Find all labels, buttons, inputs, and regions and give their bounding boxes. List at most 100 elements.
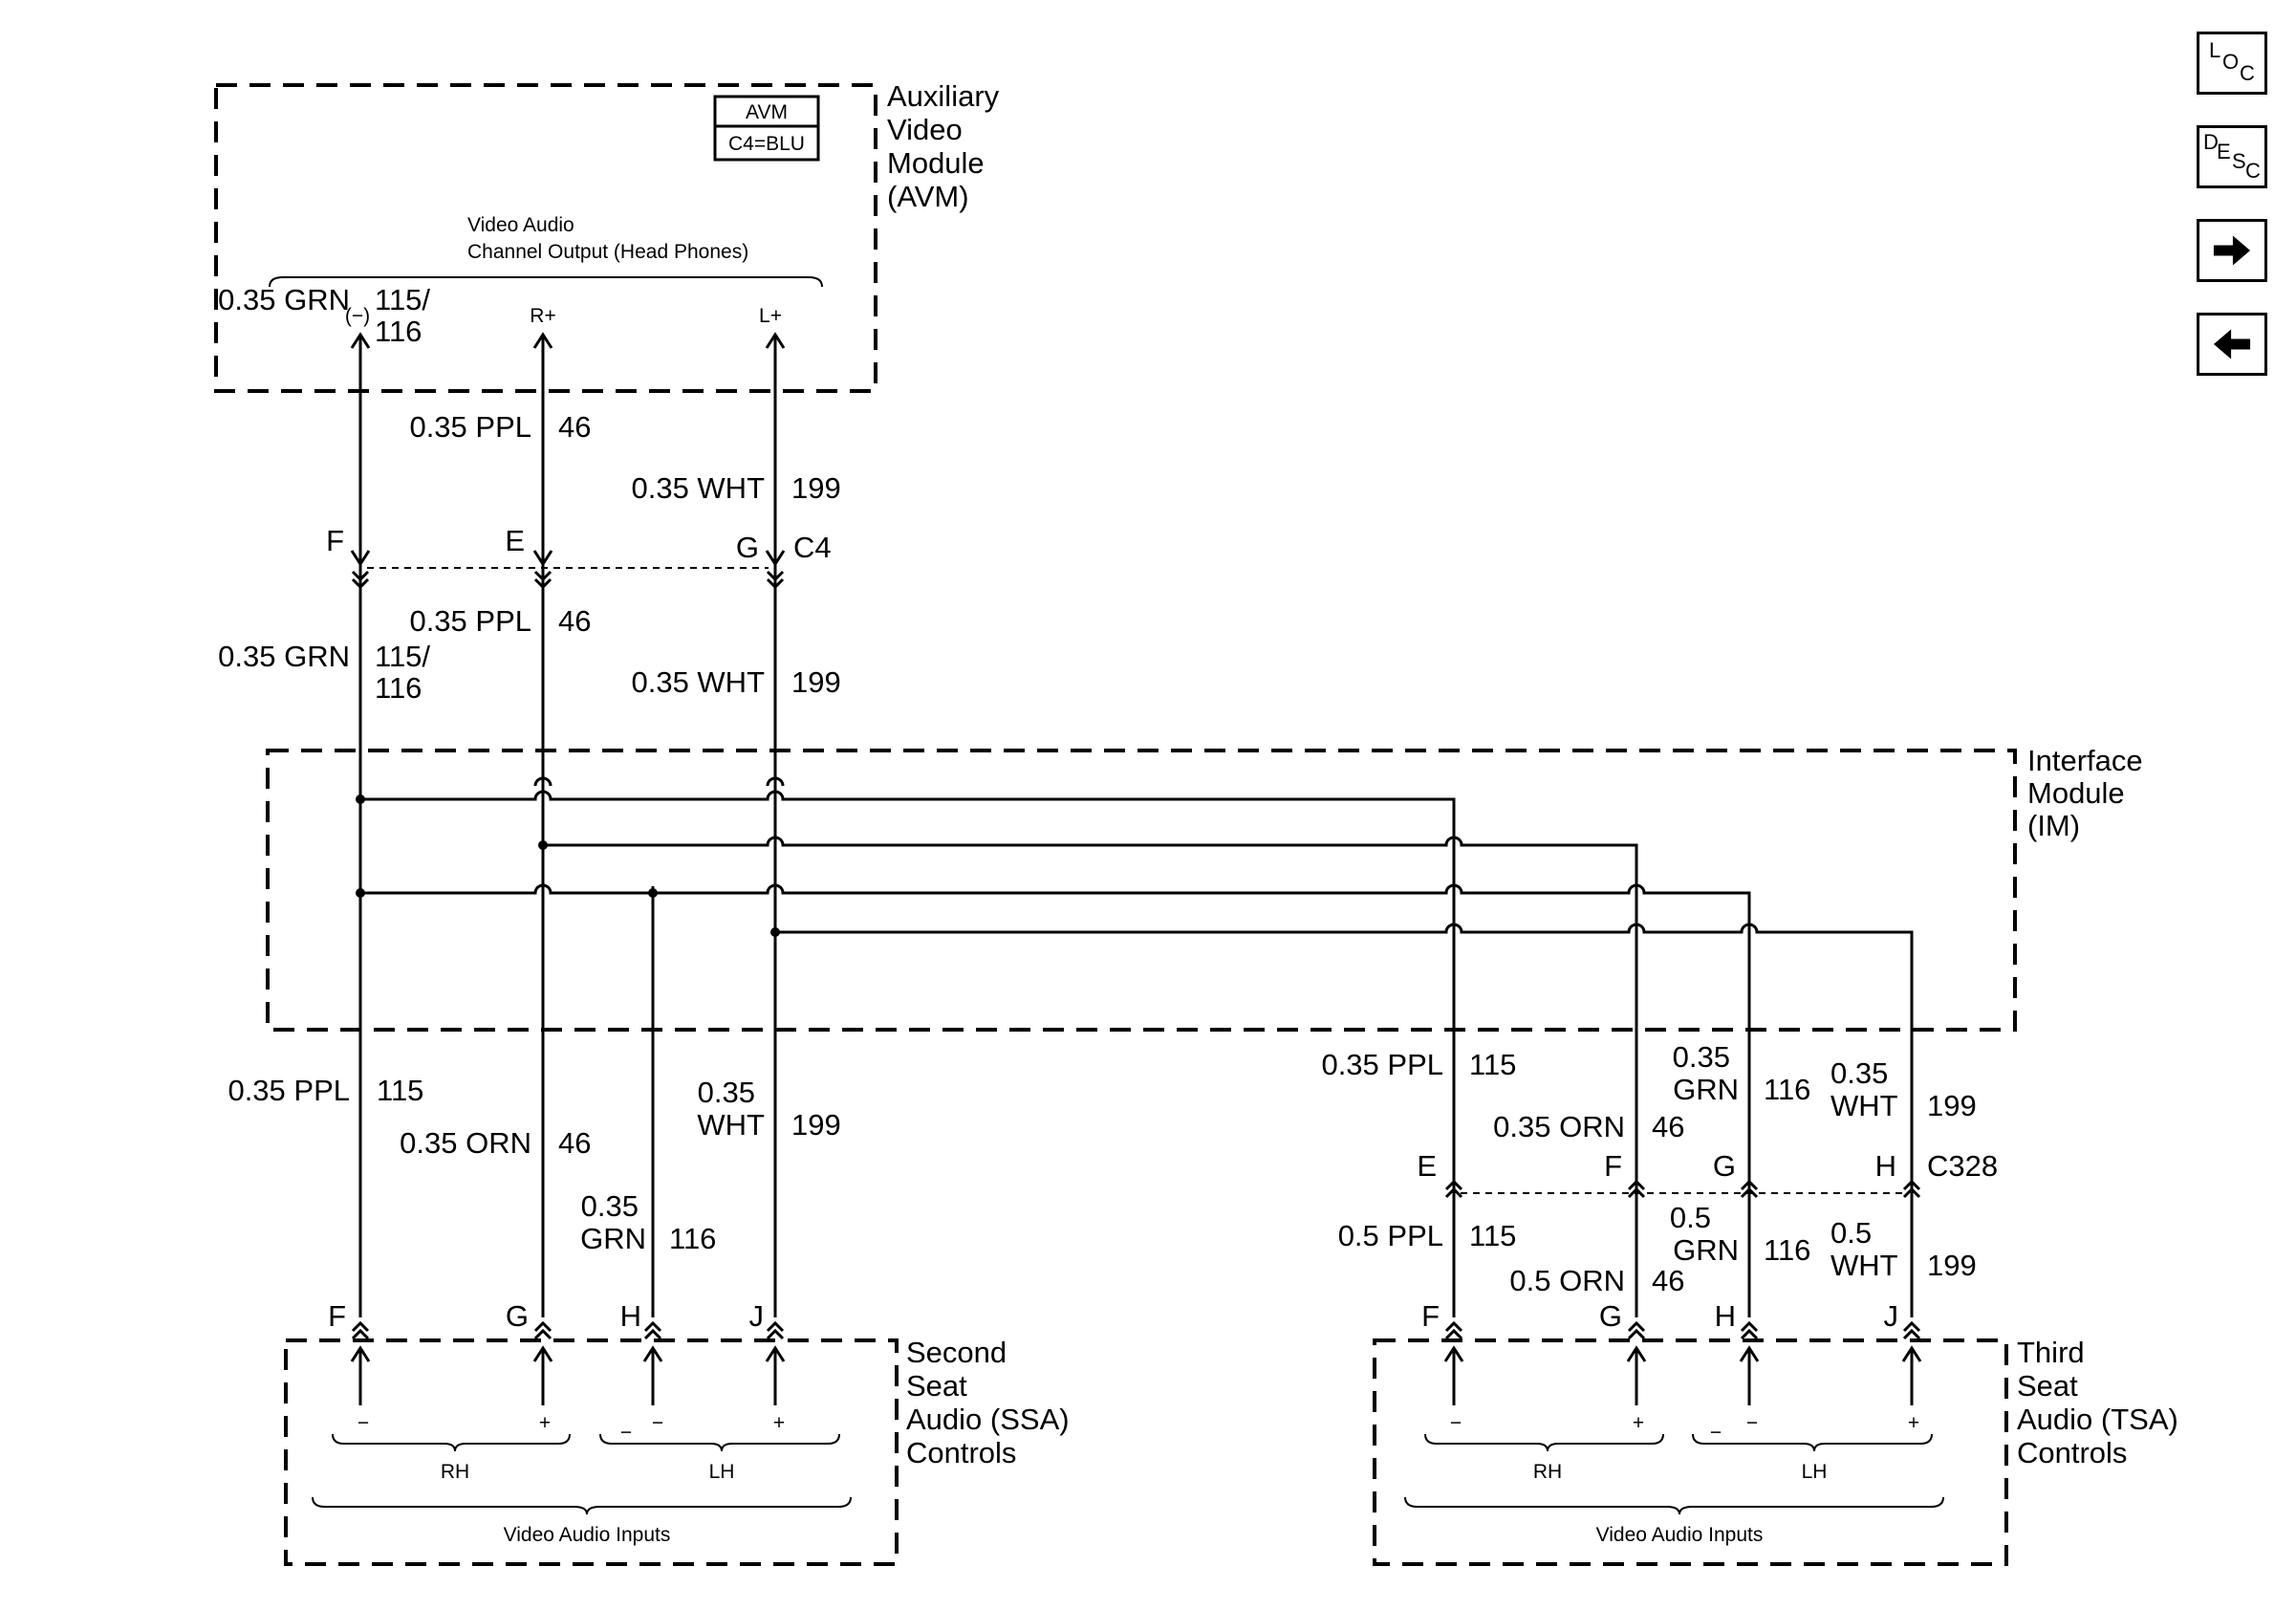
wire-label: 0.5 — [1830, 1216, 1872, 1250]
wire-label: 0.35 — [1673, 1040, 1730, 1074]
desc-char: C — [2245, 159, 2261, 183]
wire-label: 0.35 GRN — [218, 283, 350, 316]
loc-char: L — [2209, 38, 2221, 62]
loc-char: O — [2222, 50, 2240, 74]
ssa-pin-sign: − — [357, 1412, 369, 1434]
ssa-pin-sign: − — [620, 1422, 632, 1444]
circuit-number: 46 — [558, 1126, 591, 1160]
wire-label: 0.35 — [1830, 1056, 1888, 1090]
circuit-number: 116 — [375, 671, 422, 705]
avm-output-brace — [269, 276, 823, 288]
avm-pin-neg: (−) — [345, 305, 370, 327]
avm-name-line: Video — [887, 113, 963, 146]
tsa-inputs-label: Video Audio Inputs — [1596, 1524, 1764, 1546]
wire-label: 0.35 WHT — [631, 665, 765, 699]
tsa-pin-f: F — [1421, 1299, 1440, 1333]
tsa-pin-sign: − — [1746, 1412, 1758, 1434]
circuit-number: 115/ — [375, 283, 430, 316]
avm-tag: AVM — [746, 101, 788, 123]
arrow-right-icon — [2213, 235, 2251, 266]
tsa-pin-j: J — [1884, 1299, 1899, 1333]
avm-name: Auxiliary Video Module (AVM) — [887, 79, 1000, 213]
wire-label: 0.35 ORN — [1493, 1110, 1625, 1143]
ssa-pin-g: G — [506, 1299, 529, 1333]
tsa-name-line: Seat — [2017, 1369, 2078, 1403]
circuit-number: 115/ — [375, 640, 430, 673]
avm-module-box — [214, 83, 877, 393]
wire-label: WHT — [697, 1108, 765, 1142]
next-button[interactable] — [2197, 219, 2267, 282]
c328-pin-g: G — [1713, 1149, 1736, 1183]
c4-pin-e: E — [505, 524, 525, 557]
ssa-inputs-label: Video Audio Inputs — [504, 1524, 671, 1546]
tsa-group-lh: LH — [1802, 1461, 1828, 1483]
tsa-pin-sign: − — [1450, 1412, 1462, 1434]
tsa-name-line: Third — [2017, 1336, 2085, 1369]
wire-label: 0.35 PPL — [409, 410, 531, 444]
circuit-number: 115 — [377, 1074, 423, 1107]
tsa-pin-sign: + — [1908, 1412, 1919, 1434]
wire-label: 0.35 PPL — [227, 1074, 350, 1107]
prev-button[interactable] — [2197, 313, 2267, 376]
tsa-pin-sign: − — [1710, 1422, 1722, 1444]
wire-label: 0.35 ORN — [400, 1126, 531, 1160]
tsa-module-box — [1373, 1338, 2008, 1566]
circuit-number: 46 — [1652, 1264, 1684, 1297]
avm-output-label: Channel Output (Head Phones) — [467, 241, 748, 263]
tsa-group-rh: RH — [1533, 1461, 1562, 1483]
ssa-pin-h: H — [620, 1299, 641, 1333]
circuit-number: 199 — [791, 471, 841, 505]
avm-tag-box — [713, 95, 820, 162]
wire-label: 0.5 — [1670, 1201, 1711, 1234]
desc-char: S — [2232, 149, 2246, 173]
ssa-pin-j: J — [749, 1299, 765, 1333]
circuit-number: 46 — [558, 410, 591, 444]
circuit-number: 199 — [1927, 1089, 1977, 1122]
c4-pin-f: F — [326, 524, 344, 557]
avm-pin-lplus: L+ — [759, 305, 782, 327]
wire-label: 0.35 — [581, 1189, 639, 1223]
wire-label: 0.35 GRN — [218, 640, 350, 673]
c328-pin-h: H — [1875, 1149, 1896, 1183]
wire-label: 0.35 WHT — [631, 471, 765, 505]
avm-name-line: (AVM) — [887, 180, 969, 213]
ssa-pin-sign: + — [773, 1412, 785, 1434]
wire-label: 0.5 ORN — [1509, 1264, 1625, 1297]
loc-char: C — [2240, 61, 2255, 85]
arrow-left-icon — [2213, 329, 2251, 359]
ssa-group-lh: LH — [709, 1461, 735, 1483]
circuit-number: 199 — [791, 1108, 841, 1142]
circuit-number: 199 — [1927, 1249, 1977, 1282]
circuit-number: 116 — [375, 315, 422, 348]
im-module-box — [266, 749, 2017, 1032]
im-name-line: Module — [2027, 776, 2125, 810]
circuit-number: 116 — [669, 1222, 716, 1255]
ssa-pin-f: F — [328, 1299, 346, 1333]
avm-pin-rplus: R+ — [530, 305, 555, 327]
desc-button[interactable]: D E S C — [2197, 125, 2267, 188]
c4-pin-g: G — [736, 531, 759, 564]
ssa-name: Second Seat Audio (SSA) Controls — [906, 1336, 1070, 1469]
avm-name-line: Auxiliary — [887, 79, 1000, 113]
loc-button[interactable]: L O C — [2197, 32, 2267, 95]
wire-label: 0.35 PPL — [1321, 1048, 1443, 1081]
desc-char: E — [2217, 140, 2231, 163]
ssa-name-line: Second — [906, 1336, 1007, 1369]
ssa-name-line: Audio (SSA) — [906, 1403, 1070, 1436]
ssa-name-line: Controls — [906, 1436, 1016, 1469]
c4-connector-name: C4 — [793, 531, 832, 564]
avm-output-label: Video Audio — [467, 214, 574, 236]
circuit-number: 199 — [791, 665, 841, 699]
wire-label: 0.35 PPL — [409, 604, 531, 638]
c328-connector-name: C328 — [1927, 1149, 1998, 1183]
wire-label: GRN — [1673, 1233, 1739, 1267]
circuit-number: 116 — [1764, 1073, 1810, 1106]
wire-label: WHT — [1830, 1089, 1898, 1122]
tsa-name-line: Audio (TSA) — [2017, 1403, 2178, 1436]
tsa-name: Third Seat Audio (TSA) Controls — [2017, 1336, 2178, 1469]
avm-connector-tag: C4=BLU — [728, 133, 805, 155]
im-bus-lines — [360, 776, 1914, 1317]
tsa-pin-g: G — [1599, 1299, 1622, 1333]
im-name: Interface Module (IM) — [2027, 744, 2143, 842]
wire-label: 0.5 PPL — [1338, 1219, 1443, 1252]
